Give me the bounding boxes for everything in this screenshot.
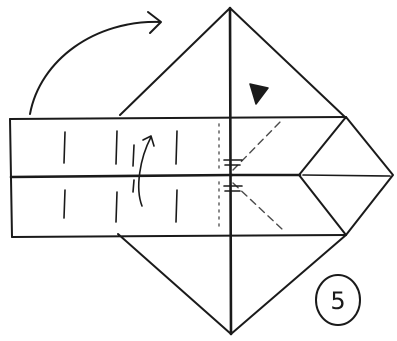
fold-guide-upper (232, 119, 283, 171)
band-middle-crease (9, 173, 234, 179)
pleat-marks (223, 159, 243, 192)
curved-arrow-shaft (29, 20, 161, 115)
diamond-edge-top-right (229, 7, 347, 119)
point-center-crease (302, 174, 391, 177)
center-vertical-line (228, 6, 233, 336)
step-number-circle (315, 274, 361, 326)
tick-mark (63, 189, 66, 219)
tick-marks-upper (63, 130, 178, 167)
small-arrow-head (142, 135, 155, 147)
small-arrow-shaft (137, 136, 152, 207)
tick-mark (63, 131, 66, 164)
step-number-badge: 5 (315, 274, 361, 326)
tick-mark (132, 179, 135, 193)
diamond-outline (117, 7, 347, 335)
tick-marks-lower (63, 179, 178, 223)
diamond-edge-bottom-left (117, 233, 232, 335)
small-curved-arrow-icon (137, 135, 155, 207)
tick-mark (132, 144, 135, 167)
fold-guides (218, 119, 284, 232)
arrowhead-icon (249, 83, 269, 105)
fold-guide-lower (232, 182, 284, 231)
diamond-edge-bottom-right (230, 234, 347, 335)
tick-mark (175, 189, 178, 223)
tick-mark (115, 130, 118, 165)
horizontal-band (9, 116, 347, 238)
diamond-edge-top-left (119, 7, 231, 116)
tick-mark (115, 191, 118, 223)
right-point (230, 116, 394, 236)
band-top-edge (9, 116, 347, 120)
point-outer-edge (345, 116, 394, 236)
band-bottom-edge (11, 234, 347, 238)
step-number-label: 5 (330, 287, 345, 315)
curved-arrow-icon (29, 11, 162, 115)
tick-mark (175, 130, 178, 165)
curved-arrow-head (147, 11, 162, 34)
